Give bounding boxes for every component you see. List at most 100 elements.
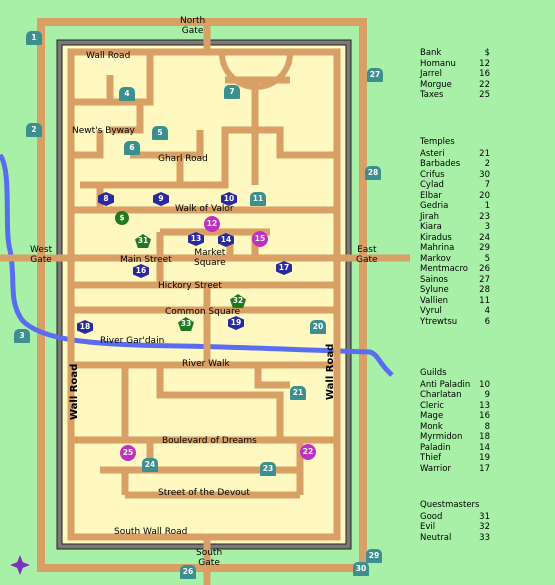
legend-label: Bank — [420, 48, 442, 58]
legend-label: Charlatan — [420, 390, 462, 400]
legend-number: 16 — [479, 411, 490, 421]
outer-road — [37, 18, 367, 572]
legend-number: 4 — [484, 306, 490, 316]
guild-marker-14[interactable]: 14 — [218, 233, 234, 247]
legend-number: 3 — [484, 222, 490, 232]
legend-label: Cleric — [420, 400, 445, 411]
temple-marker-1[interactable]: 1 — [26, 31, 42, 45]
hickory-street-label: Hickory Street — [158, 281, 222, 291]
legend-number: 25 — [479, 90, 490, 100]
temple-marker-29[interactable]: 29 — [366, 549, 382, 563]
quest-marker-33[interactable]: 33 — [178, 317, 194, 331]
questmasters-title: Questmasters — [420, 500, 480, 510]
legend-label: Jirah — [420, 211, 439, 222]
temple-marker-23[interactable]: 23 — [260, 462, 276, 476]
river-walk-label: River Walk — [182, 359, 230, 369]
legend-label: Morgue — [420, 79, 452, 90]
legend-label: Homanu — [420, 58, 456, 69]
legend-row-temples: Ytrewtsu 6 — [420, 317, 490, 328]
temple-marker-5[interactable]: 5 — [152, 126, 168, 140]
magic-marker-25[interactable]: 25 — [120, 445, 136, 461]
guild-marker-9[interactable]: 9 — [153, 192, 169, 206]
legend-number: 11 — [479, 295, 490, 306]
legend-label: Myrmidon — [420, 432, 463, 442]
temple-marker-24[interactable]: 24 — [142, 458, 158, 472]
legend-row-bank: Homanu 12 — [420, 59, 490, 70]
common-square-label: Common Square — [165, 307, 241, 317]
magic-marker-12[interactable]: 12 — [204, 216, 220, 232]
legend-number: 13 — [479, 400, 490, 411]
guild-marker-8[interactable]: 8 — [98, 192, 114, 206]
temple-marker-30[interactable]: 30 — [353, 562, 369, 576]
legend-number: 29 — [479, 243, 490, 253]
river — [0, 153, 394, 377]
magic-marker-22[interactable]: 22 — [300, 444, 316, 460]
market-square-label: Market Square — [194, 248, 226, 268]
legend-number: 14 — [479, 442, 490, 453]
guild-marker-17[interactable]: 17 — [276, 261, 292, 275]
guilds-title: Guilds — [420, 368, 447, 378]
magic-marker-15[interactable]: 15 — [252, 231, 268, 247]
legend-label: Sylune — [420, 285, 449, 295]
temple-marker-11[interactable]: 11 — [250, 192, 266, 206]
temple-marker-28[interactable]: 28 — [365, 166, 381, 180]
legend-number: 20 — [479, 190, 490, 201]
temple-marker-21[interactable]: 21 — [290, 386, 306, 400]
guild-marker-16[interactable]: 16 — [133, 264, 149, 278]
temple-marker-2[interactable]: 2 — [26, 123, 42, 137]
legend-row-guilds: Thief 19 — [420, 453, 490, 464]
legend-number: 30 — [479, 169, 490, 180]
legend-label: Ytrewtsu — [420, 316, 458, 327]
newts-byway-label: Newt's Byway — [72, 126, 135, 136]
legend-number: 12 — [479, 58, 490, 69]
legend-number: 24 — [479, 232, 490, 243]
temple-marker-6[interactable]: 6 — [124, 141, 140, 155]
quest-marker-32[interactable]: 32 — [230, 294, 246, 308]
legend-number: 16 — [479, 69, 490, 79]
legend-label: Thief — [420, 453, 442, 463]
legend-label: Markov — [420, 253, 451, 264]
boulevard-of-dreams-label: Boulevard of Dreams — [162, 436, 257, 446]
temple-marker-26[interactable]: 26 — [180, 565, 196, 579]
temple-marker-27[interactable]: 27 — [367, 68, 383, 82]
temples-title: Temples — [420, 137, 455, 147]
plaza-arc — [219, 52, 293, 90]
east-gate-label: East Gate — [356, 245, 378, 265]
quest-marker-31[interactable]: 31 — [135, 234, 151, 248]
guild-marker-10[interactable]: 10 — [221, 192, 237, 206]
guild-marker-19[interactable]: 19 — [228, 316, 244, 330]
guild-marker-13[interactable]: 13 — [188, 232, 204, 246]
legend-number: 19 — [479, 453, 490, 463]
legend-label: Good — [420, 511, 443, 522]
legend-label: Taxes — [420, 90, 444, 100]
legend-label: Paladin — [420, 442, 451, 453]
temple-marker-7[interactable]: 7 — [224, 85, 240, 99]
legend-label: Gedria — [420, 201, 449, 211]
temple-marker-4[interactable]: 4 — [119, 87, 135, 101]
legend-label: Vyrul — [420, 306, 442, 316]
legend-number: 6 — [484, 316, 490, 327]
legend-label: Anti Paladin — [420, 379, 471, 390]
legend-row-bank: Taxes 25 — [420, 90, 490, 101]
legend-label: Mage — [420, 411, 444, 421]
bank-marker[interactable]: $ — [115, 211, 129, 225]
legend-number: 7 — [484, 180, 490, 190]
guild-marker-18[interactable]: 18 — [77, 320, 93, 334]
temple-marker-20[interactable]: 20 — [310, 320, 326, 334]
temple-marker-3[interactable]: 3 — [14, 329, 30, 343]
